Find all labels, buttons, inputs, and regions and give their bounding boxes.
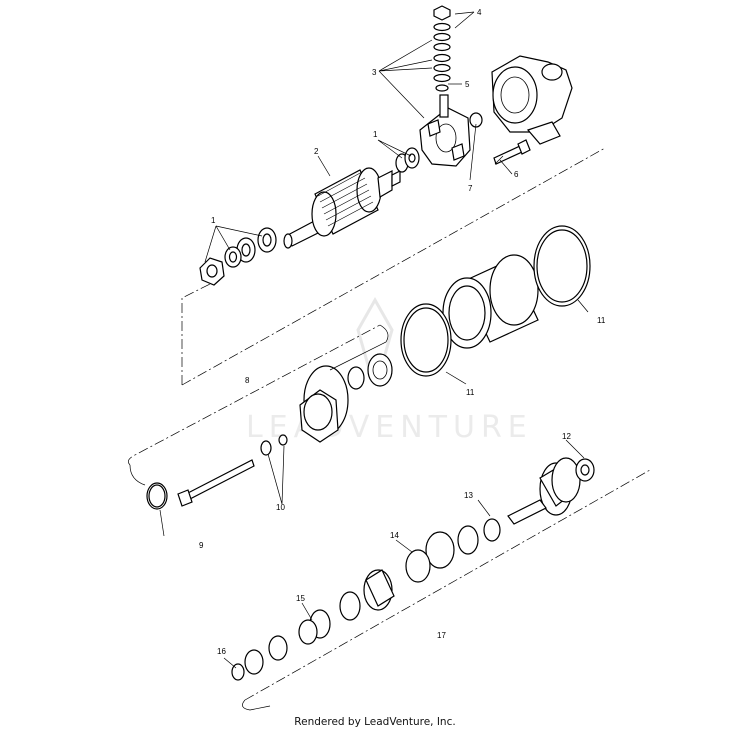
assembly-boundary-lines: [128, 147, 651, 701]
snap-ring: [146, 482, 168, 510]
through-bolt: [177, 434, 288, 507]
callout-5: 5: [465, 80, 470, 89]
watermark-logo: LEADVENTURE: [246, 296, 533, 445]
callout-11-lower: 11: [466, 388, 475, 397]
callout-8: 8: [245, 376, 250, 385]
watermark-text: LEADVENTURE: [246, 410, 533, 445]
assembly-brackets: [129, 324, 389, 711]
callout-12: 12: [562, 432, 571, 441]
callout-2: 2: [314, 147, 319, 156]
terminal-nut-washer-stack: [433, 5, 451, 92]
armature: [283, 167, 401, 249]
o-ring-lower: [400, 303, 452, 377]
callout-9: 9: [199, 541, 204, 550]
callout-labels: 1 1 2 3 4 5 6 7 8 9 10 11 11 12 13 14 15…: [199, 8, 606, 656]
rear-end-cover: [469, 55, 573, 145]
retainer-clips: [405, 518, 501, 583]
callout-1-upper: 1: [373, 130, 378, 139]
callout-6: 6: [514, 170, 519, 179]
thrust-washers-upper: [395, 147, 420, 173]
callout-1-lower: 1: [211, 216, 216, 225]
callout-16: 16: [217, 647, 226, 656]
callout-7: 7: [468, 184, 473, 193]
callout-13: 13: [464, 491, 473, 500]
callout-4: 4: [477, 8, 482, 17]
thrust-washers-lower: [199, 227, 277, 286]
cover-bolt: [493, 139, 531, 165]
drive-end-housing: [299, 353, 393, 443]
callout-14: 14: [390, 531, 399, 540]
callout-15: 15: [296, 594, 305, 603]
overrunning-clutch-gear: [507, 457, 595, 525]
callout-3: 3: [372, 68, 377, 77]
clutch-assembly: [231, 569, 395, 681]
callout-11-upper: 11: [597, 316, 606, 325]
yoke-housing: [442, 254, 539, 349]
callout-17: 17: [437, 631, 446, 640]
footer-credit: Rendered by LeadVenture, Inc.: [294, 716, 456, 728]
callout-leaders: [159, 11, 589, 669]
brush-plate: [419, 94, 471, 167]
o-ring-upper: [533, 225, 591, 307]
callout-10: 10: [276, 503, 285, 512]
